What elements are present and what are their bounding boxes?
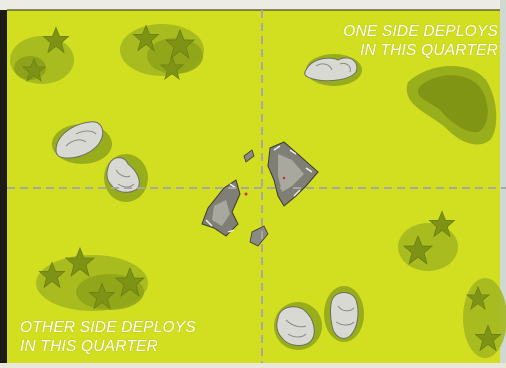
deploy-label-other-side-line-2: IN THIS QUARTER (20, 337, 196, 356)
board-frame-top (0, 0, 506, 10)
deploy-label-one-side: ONE SIDE DEPLOYS IN THIS QUARTER (343, 22, 498, 60)
deploy-label-other-side: OTHER SIDE DEPLOYS IN THIS QUARTER (20, 318, 196, 356)
deploy-label-one-side-line-2: IN THIS QUARTER (343, 41, 498, 60)
deploy-label-one-side-line-1: ONE SIDE DEPLOYS (343, 22, 498, 41)
deploy-label-other-side-line-1: OTHER SIDE DEPLOYS (20, 318, 196, 337)
board-frame-left (0, 0, 7, 363)
